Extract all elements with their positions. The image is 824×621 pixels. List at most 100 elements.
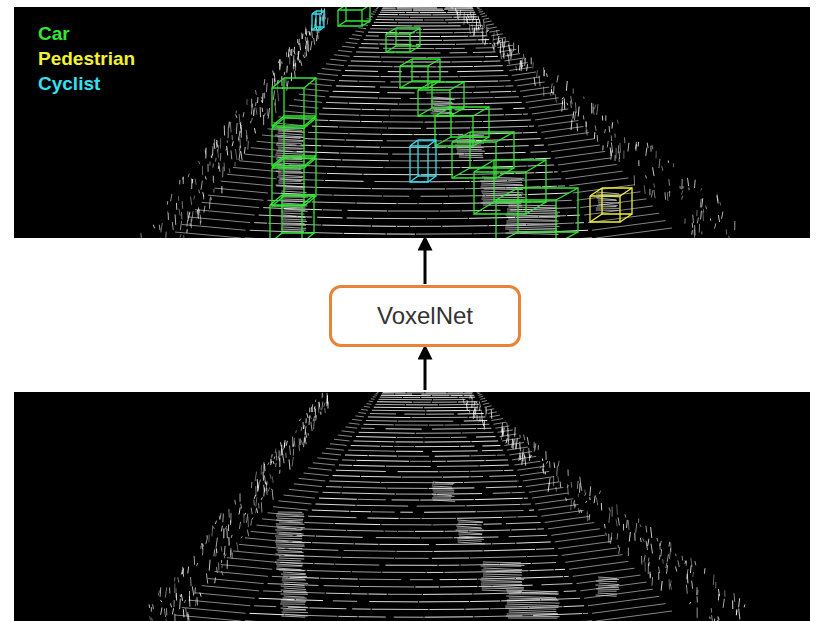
scan-clutter [240,493,241,501]
vehicle-points [482,193,522,195]
scan-clutter [611,532,613,539]
scan-line [338,616,357,617]
scan-clutter [254,128,255,133]
flow-arrow [424,243,427,284]
scan-clutter [480,416,481,422]
scan-clutter [168,213,170,220]
scan-clutter [638,518,639,523]
scan-clutter [271,489,272,491]
vehicle-points [483,568,522,570]
vehicle-points [598,577,617,578]
vehicle-points [598,593,617,594]
scan-clutter [160,587,162,597]
vehicle-points [282,227,306,228]
scan-clutter [542,458,543,461]
scan-line [379,98,401,99]
scan-clutter [253,108,255,116]
vehicle-points [275,536,302,538]
scan-line [530,569,554,571]
scan-line [273,507,308,510]
scan-clutter [230,150,232,159]
scan-line [583,613,588,614]
bounding-box [556,188,578,200]
scan-clutter [668,179,670,185]
scan-clutter [223,528,224,538]
scan-line [471,126,528,128]
scan-line [358,27,366,29]
bounding-box [412,59,440,81]
scan-line [524,498,528,499]
bounding-box [474,202,494,214]
scan-line [347,530,383,532]
scan-line [357,203,397,205]
scan-line [349,103,398,105]
scan-line [516,577,563,579]
scan-line [474,65,503,67]
scan-line [362,109,375,110]
scan-clutter [257,479,259,488]
scan-clutter [222,167,224,178]
vehicle-points [278,147,305,148]
scan-line [442,225,487,227]
vehicle-points [507,602,560,603]
scan-line [339,127,387,128]
vehicle-points [433,500,455,501]
scan-line [366,420,397,422]
scan-line [493,422,506,424]
scan-clutter [232,141,233,146]
scan-clutter [766,238,767,239]
scan-line [373,11,376,13]
scan-clutter [218,145,219,152]
scan-line [446,188,464,189]
scan-clutter [198,161,200,164]
bounding-box [282,195,314,233]
scan-clutter [305,29,306,35]
scan-line [491,419,503,421]
vehicle-points [598,200,617,201]
scan-clutter [646,541,647,550]
scan-clutter [606,533,607,536]
scan-clutter [583,115,585,119]
scan-line [381,57,426,58]
scan-clutter [617,120,618,124]
scan-line [445,7,473,8]
scan-line [397,7,438,8]
scan-clutter [222,514,223,523]
vehicle-points [279,183,305,185]
scan-clutter [682,196,683,200]
scan-line [432,461,446,462]
scan-line [268,129,305,132]
vehicle-points [277,518,303,519]
scan-clutter [191,179,192,189]
scan-clutter [311,422,312,431]
scan-clutter [644,562,645,572]
scan-clutter [463,398,464,404]
scan-line [464,420,488,421]
scan-line [440,210,461,211]
scan-clutter [701,188,702,190]
vehicle-points [459,532,483,534]
scan-line [227,174,276,179]
scan-line [558,185,565,186]
vehicle-points [276,185,305,187]
scan-line [395,393,412,394]
scan-line [406,12,419,13]
scan-clutter [691,581,693,589]
scan-clutter [452,7,453,9]
vehicle-points [278,169,302,170]
detection-output-panel [14,7,810,238]
scan-line [497,45,512,47]
scan-line [319,114,359,115]
scan-clutter [580,477,581,488]
scan-line [483,210,501,211]
scan-clutter [696,596,697,602]
scan-clutter [152,618,153,621]
scan-clutter [224,162,226,171]
scan-line [435,48,451,49]
scan-line [412,417,468,418]
scan-line [381,446,393,447]
scan-line [386,466,431,467]
scan-clutter [589,486,591,496]
scan-clutter [723,599,724,608]
scan-clutter [252,518,253,521]
